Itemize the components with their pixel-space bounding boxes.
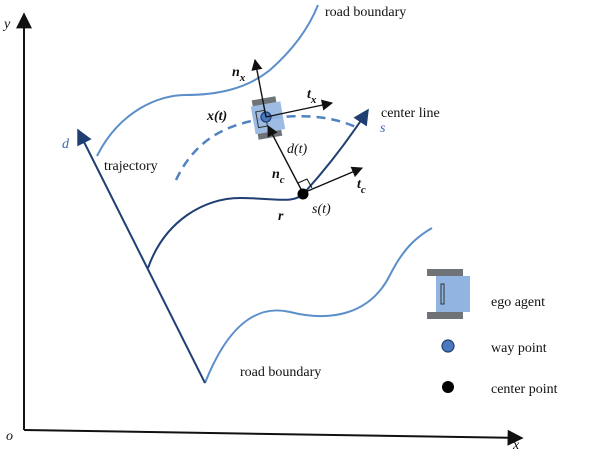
legend-ego-agent-icon (427, 269, 470, 319)
right-angle-mark-center (297, 178, 313, 189)
frenet-d-axis (77, 128, 206, 384)
center-point-marker (297, 188, 309, 200)
vehicle-normal-vector (251, 58, 267, 118)
road-boundary-bottom-label: road boundary (240, 365, 321, 380)
s-t-label: s(t) (312, 202, 331, 217)
x-axis-label: x (512, 438, 520, 450)
vehicle-tangent-vector (265, 99, 334, 118)
trajectory-label: trajectory (104, 159, 158, 174)
r-label: r (278, 209, 284, 224)
legend-center-point-icon (442, 381, 454, 393)
origin-label: o (6, 429, 13, 444)
center-line-curve (147, 108, 369, 269)
lateral-offset-line (267, 125, 304, 194)
road-boundary-bottom-curve (204, 227, 433, 384)
x-axis (23, 429, 524, 446)
legend-way-point-label: way point (491, 341, 547, 356)
legend-center-point-label: center point (491, 382, 558, 397)
d-t-label: d(t) (287, 142, 308, 157)
center-line-label: center line (381, 106, 440, 121)
y-axis-label: y (2, 17, 11, 32)
x-t-label: x(t) (206, 109, 227, 124)
s-axis-label: s (380, 121, 386, 136)
legend-ego-agent-label: ego agent (491, 295, 545, 310)
legend: ego agent way point center point (427, 269, 558, 397)
center-tangent-vector (302, 166, 364, 194)
road-boundary-top-curve (96, 4, 319, 157)
d-axis-label: d (62, 137, 70, 152)
t-x-label: tx (307, 87, 317, 106)
n-x-label: nx (232, 65, 246, 84)
road-boundary-top-label: road boundary (325, 5, 406, 20)
legend-way-point-icon (441, 339, 455, 353)
t-c-label: tc (357, 177, 366, 196)
n-c-label: nc (272, 167, 285, 186)
